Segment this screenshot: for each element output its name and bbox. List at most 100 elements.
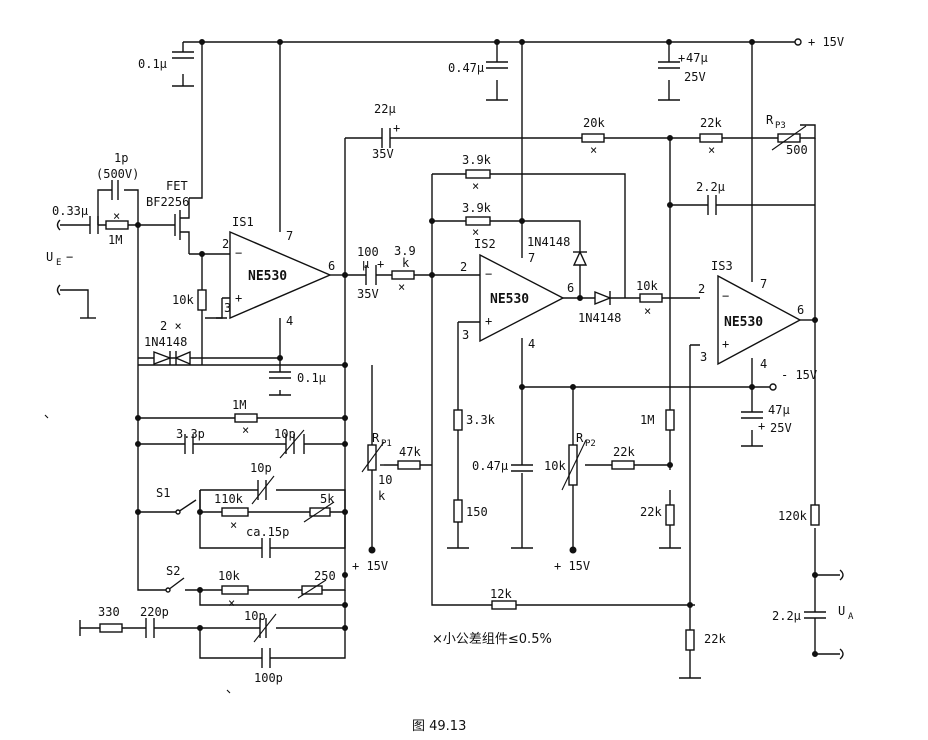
- capacitors: [111, 51, 826, 668]
- svg-text:0.33μ: 0.33μ: [52, 204, 88, 218]
- input-terminal-bottom: [56, 284, 61, 296]
- cap-2-2u-feedback: [707, 195, 717, 215]
- svg-text:×: ×: [228, 596, 235, 610]
- resistor-120k: [810, 504, 820, 526]
- opamp-is1-type: NE530: [248, 269, 287, 284]
- resistor-3-9k-input: [391, 270, 415, 280]
- svg-text:100: 100: [357, 245, 379, 259]
- cap-1p: [111, 180, 119, 200]
- svg-text:12k: 12k: [490, 587, 512, 601]
- resistor-3-3k: [453, 409, 463, 431]
- svg-text:25V: 25V: [684, 70, 706, 84]
- svg-text:−: −: [485, 267, 492, 281]
- svg-text:3.3p: 3.3p: [176, 427, 205, 441]
- svg-text:330: 330: [98, 605, 120, 619]
- svg-text:22k: 22k: [640, 505, 662, 519]
- resistor-3-9k-a: [465, 169, 491, 179]
- labels: + 15V - 15V + 15V + 15V 0.1μ 0.47μ + 47μ…: [46, 35, 854, 734]
- resistor-10k-feedback: [221, 585, 249, 595]
- svg-text:−: −: [722, 289, 729, 303]
- svg-text:1N4148: 1N4148: [527, 235, 570, 249]
- svg-text:U: U: [46, 250, 53, 264]
- cap-0-47u-mid: [511, 464, 533, 472]
- svg-text:A: A: [848, 612, 854, 622]
- svg-text:S2: S2: [166, 564, 180, 578]
- svg-text:FET: FET: [166, 179, 188, 193]
- cap-0-47u-top: [486, 61, 508, 69]
- svg-text:1M: 1M: [232, 398, 246, 412]
- svg-text:×: ×: [590, 143, 597, 157]
- svg-text:1M: 1M: [108, 233, 122, 247]
- svg-text:+: +: [485, 314, 492, 328]
- svg-text:47k: 47k: [399, 445, 421, 459]
- label-plus-15v-rp1: + 15V: [352, 559, 388, 573]
- cap-47u-bottom: [741, 411, 763, 419]
- junctions: [135, 39, 818, 657]
- svg-text:3.3k: 3.3k: [466, 413, 496, 427]
- svg-text:0.47μ: 0.47μ: [472, 459, 508, 473]
- svg-text:10k: 10k: [218, 569, 240, 583]
- svg-text:7: 7: [528, 251, 535, 265]
- terminals: [44, 38, 844, 694]
- resistor-12k: [491, 600, 517, 610]
- resistor-10k-is3: [639, 293, 663, 303]
- svg-text:22k: 22k: [704, 632, 726, 646]
- resistor-3-9k-b: [465, 216, 491, 226]
- resistor-110k: [221, 507, 249, 517]
- svg-text:P3: P3: [775, 121, 786, 131]
- cap-3-3p: [184, 434, 194, 454]
- svg-text:ca.15p: ca.15p: [246, 525, 289, 539]
- figure-caption: 图 49.13: [412, 719, 466, 734]
- svg-text:U: U: [838, 604, 845, 618]
- svg-text:4: 4: [286, 314, 293, 328]
- svg-text:7: 7: [760, 277, 767, 291]
- resistor-1m-input: [105, 220, 129, 230]
- svg-text:2: 2: [698, 282, 705, 296]
- svg-text:+: +: [758, 419, 765, 433]
- svg-text:10k: 10k: [544, 459, 566, 473]
- svg-text:3.9k: 3.9k: [462, 201, 492, 215]
- svg-text:47μ: 47μ: [686, 51, 708, 65]
- svg-text:22k: 22k: [613, 445, 635, 459]
- resistor-1m-mid: [665, 409, 675, 431]
- svg-text:3: 3: [224, 301, 231, 315]
- svg-text:R: R: [372, 431, 380, 445]
- cap-0-1u-is1: [269, 371, 291, 379]
- svg-text:150: 150: [466, 505, 488, 519]
- svg-text:6: 6: [567, 281, 574, 295]
- svg-text:2.2μ: 2.2μ: [696, 180, 725, 194]
- svg-text:10p: 10p: [250, 461, 272, 475]
- svg-text:×: ×: [708, 143, 715, 157]
- terminal-plus-15v: [794, 38, 802, 46]
- switch-s1: [177, 499, 197, 513]
- svg-text:×: ×: [230, 518, 237, 532]
- svg-text:×: ×: [242, 423, 249, 437]
- diode-pair-b: [174, 350, 191, 366]
- opamp-is2: NE530 IS2 − + 2 3 6 7 4: [460, 237, 574, 351]
- opamp-is3: NE530 IS3 − + 2 3 6 7 4: [698, 259, 804, 371]
- terminal-plus-15v-rp2: [569, 546, 577, 554]
- input-terminal-top: [56, 219, 61, 231]
- terminal-minus-15v: [769, 383, 777, 391]
- svg-text:0.1μ: 0.1μ: [138, 57, 167, 71]
- resistor-22k-low: [665, 504, 675, 526]
- wiring: [60, 41, 840, 678]
- cap-0-1u-top: [172, 51, 194, 59]
- svg-text:35V: 35V: [357, 287, 379, 301]
- svg-text:×: ×: [472, 225, 479, 239]
- terminal-plus-15v-rp1: [368, 546, 376, 554]
- svg-text:120k: 120k: [778, 509, 808, 523]
- resistor-47k: [397, 460, 421, 470]
- svg-text:P2: P2: [585, 439, 596, 449]
- svg-text:R: R: [576, 431, 584, 445]
- svg-text:47μ: 47μ: [768, 403, 790, 417]
- svg-text:+: +: [377, 257, 384, 271]
- diode-top-1n4148: [572, 250, 588, 266]
- svg-text:×: ×: [472, 179, 479, 193]
- svg-text:BF2256: BF2256: [146, 195, 189, 209]
- label-plus-15v-rp2: + 15V: [554, 559, 590, 573]
- svg-text:0.1μ: 0.1μ: [297, 371, 326, 385]
- svg-text:1N4148: 1N4148: [144, 335, 187, 349]
- svg-text:R: R: [766, 113, 774, 127]
- svg-text:−: −: [235, 246, 242, 260]
